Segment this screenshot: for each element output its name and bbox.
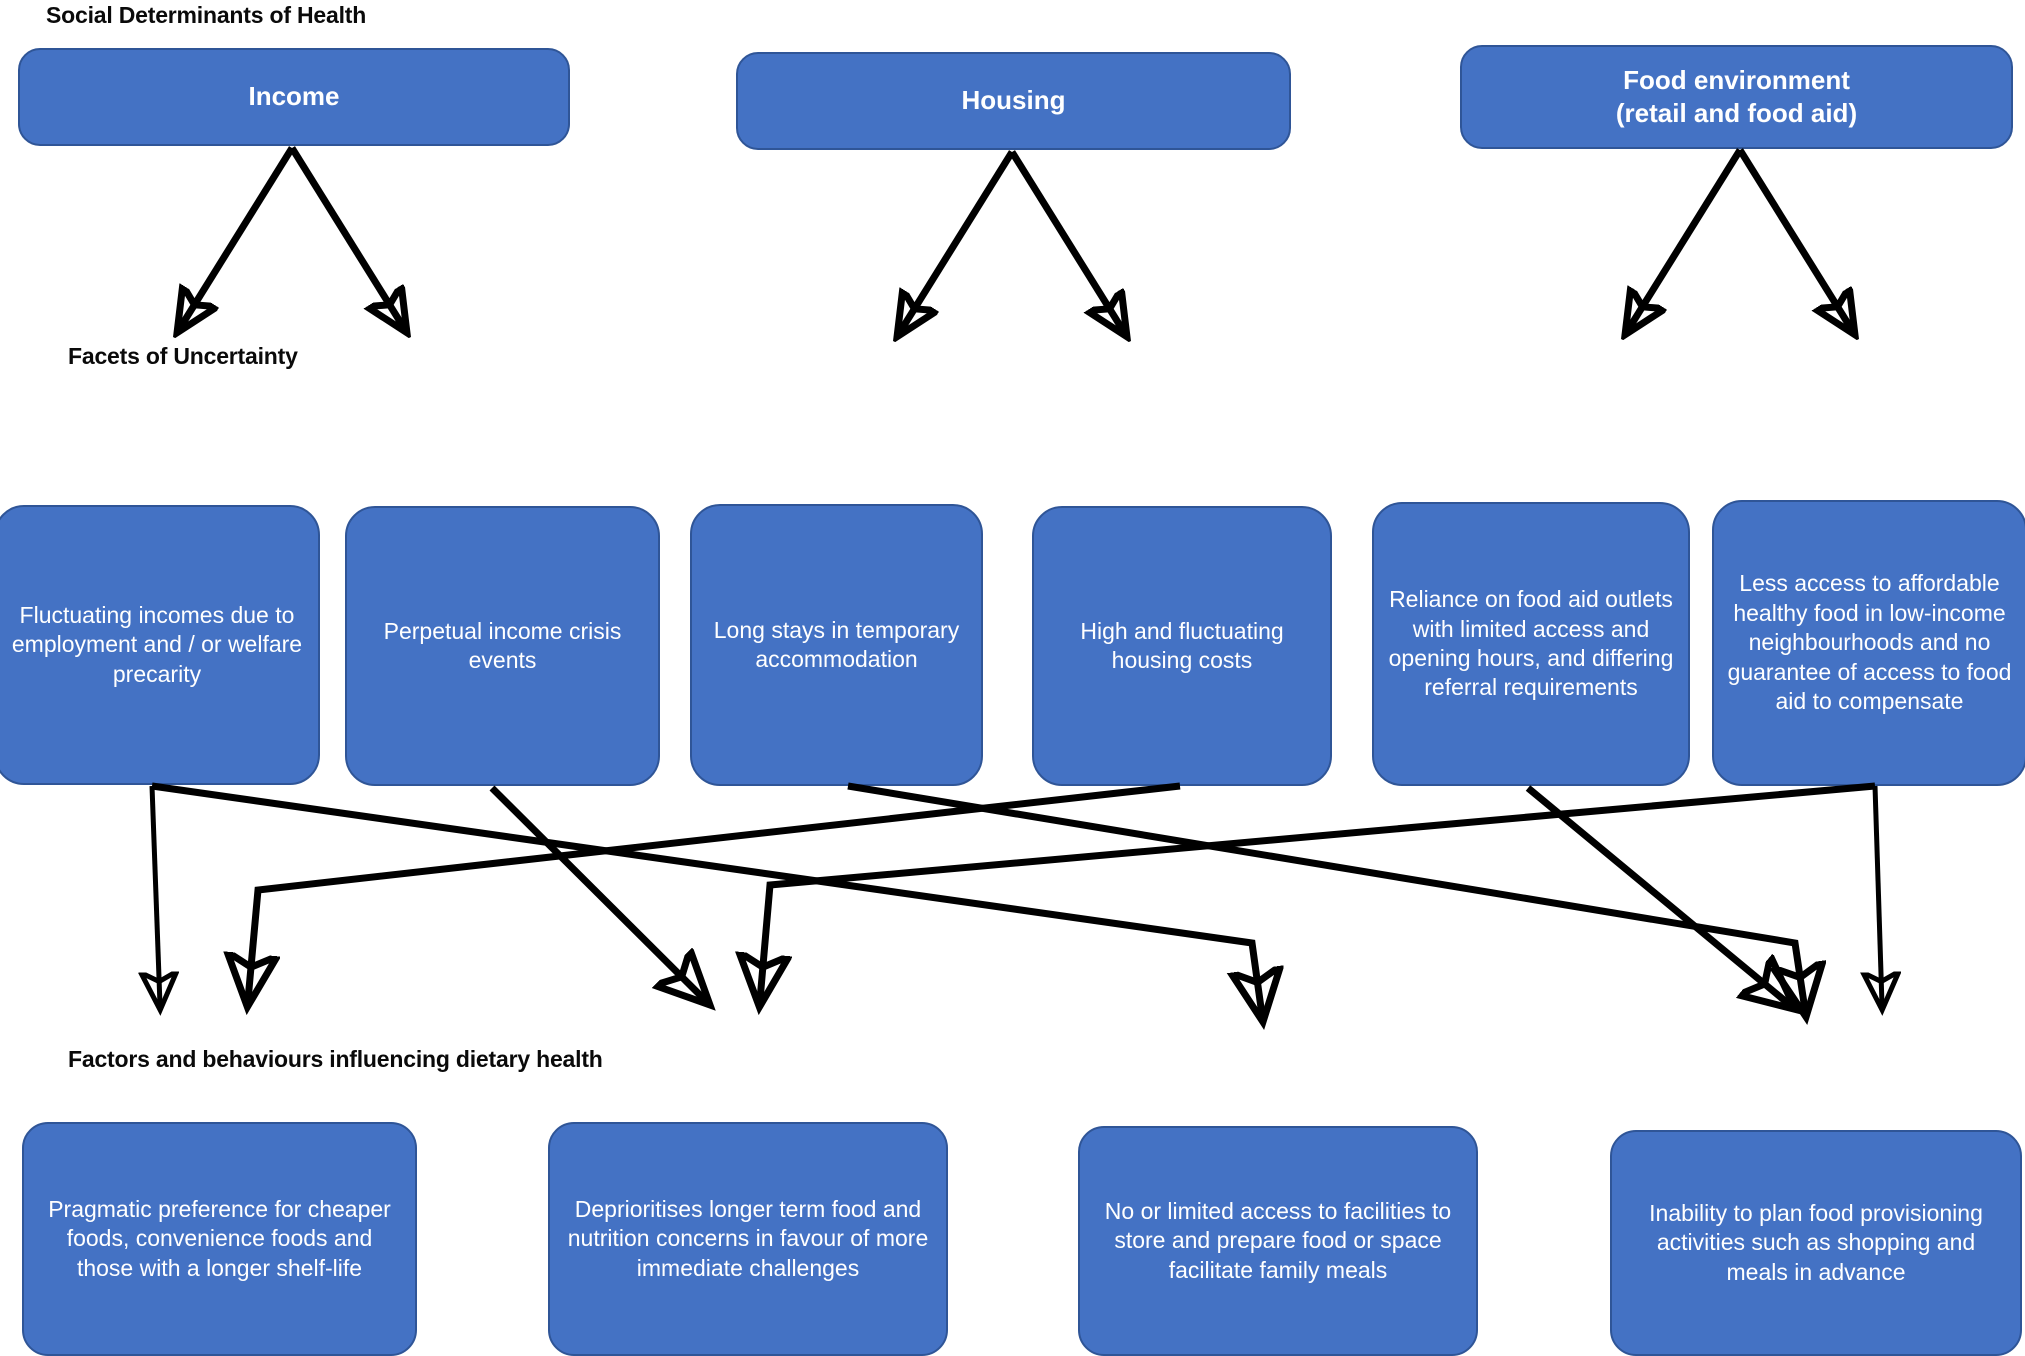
node-food-environment-label: Food environment(retail and food aid) <box>1615 64 1858 128</box>
section-label-facets-of-uncertainty: Facets of Uncertainty <box>68 343 298 369</box>
arrow-less-access-to-inability <box>1875 785 1882 1005</box>
arrow-reliance-food-aid-to-no-limited-access <box>1525 785 1790 1005</box>
arrow-income-left <box>180 146 295 328</box>
arrow-long-stays-to-inability <box>847 782 1805 1010</box>
node-pragmatic-preference-label: Pragmatic preference for cheaper foods, … <box>48 1195 391 1281</box>
section-label-factors-behaviours: Factors and behaviours influencing dieta… <box>68 1046 603 1072</box>
node-food-environment[interactable]: Food environment(retail and food aid) <box>1460 45 2013 149</box>
arrow-housing-right <box>1009 150 1124 332</box>
arrow-perpetual-income-to-deprioritises <box>489 785 705 1000</box>
node-less-access-affordable-label: Less access to affordable healthy food i… <box>1727 570 2012 715</box>
node-reliance-food-aid-label: Reliance on food aid outlets with limite… <box>1388 586 1674 701</box>
node-long-stays-temporary-label: Long stays in temporary accommodation <box>713 616 960 672</box>
arrow-income-right <box>289 146 404 328</box>
node-housing-label: Housing <box>961 85 1066 116</box>
arrow-food-environment-left <box>1628 148 1743 330</box>
section-label-social-determinants: Social Determinants of Health <box>46 2 367 28</box>
node-inability-to-plan[interactable]: Inability to plan food provisioning acti… <box>1610 1130 2022 1356</box>
node-pragmatic-preference[interactable]: Pragmatic preference for cheaper foods, … <box>22 1122 417 1356</box>
arrow-housing-left <box>900 150 1015 332</box>
node-no-limited-access-facilities[interactable]: No or limited access to facilities to st… <box>1078 1126 1478 1356</box>
node-perpetual-income-crisis-label: Perpetual income crisis events <box>383 617 622 673</box>
node-inability-to-plan-label: Inability to plan food provisioning acti… <box>1649 1199 1983 1285</box>
node-high-fluctuating-housing-costs-label: High and fluctuating housing costs <box>1080 617 1284 673</box>
node-income[interactable]: Income <box>18 48 570 146</box>
node-less-access-affordable[interactable]: Less access to affordable healthy food i… <box>1712 500 2025 786</box>
arrow-fluctuating-incomes-to-no-limited-access <box>151 782 1262 1015</box>
node-deprioritises-longer-term-label: Deprioritises longer term food and nutri… <box>567 1195 929 1281</box>
node-income-label: Income <box>248 81 340 112</box>
node-no-limited-access-facilities-label: No or limited access to facilities to st… <box>1104 1197 1452 1283</box>
node-long-stays-temporary[interactable]: Long stays in temporary accommodation <box>690 504 983 786</box>
node-reliance-food-aid[interactable]: Reliance on food aid outlets with limite… <box>1372 502 1690 786</box>
arrow-fluctuating-incomes-to-pragmatic <box>152 785 160 1005</box>
node-perpetual-income-crisis[interactable]: Perpetual income crisis events <box>345 506 660 786</box>
arrow-food-environment-right <box>1737 148 1852 330</box>
node-housing[interactable]: Housing <box>736 52 1291 150</box>
arrow-high-fluctuating-to-pragmatic <box>248 782 1181 1000</box>
arrow-less-access-to-deprioritises <box>760 782 1876 1000</box>
node-fluctuating-incomes[interactable]: Fluctuating incomes due to employment an… <box>0 505 320 785</box>
node-high-fluctuating-housing-costs[interactable]: High and fluctuating housing costs <box>1032 506 1332 786</box>
node-deprioritises-longer-term[interactable]: Deprioritises longer term food and nutri… <box>548 1122 948 1356</box>
node-fluctuating-incomes-label: Fluctuating incomes due to employment an… <box>11 601 303 687</box>
